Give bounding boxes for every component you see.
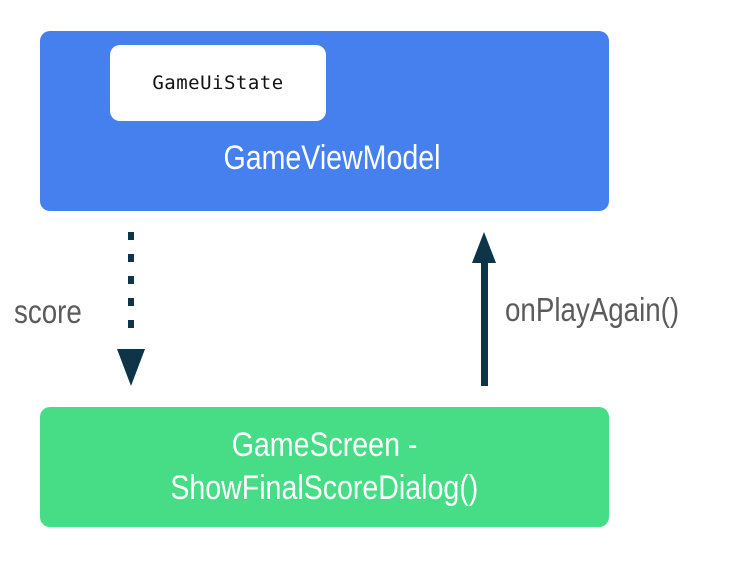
ui-state-box: GameUiState xyxy=(110,45,326,121)
game-screen-label-line2: ShowFinalScoreDialog() xyxy=(170,469,479,507)
viewmodel-label: GameViewModel xyxy=(223,139,441,177)
play-again-arrow xyxy=(472,232,496,386)
score-arrow xyxy=(117,232,145,386)
score-label: score xyxy=(14,293,82,330)
game-screen-label-line1: GameScreen - xyxy=(231,426,418,464)
viewmodel-box: GameUiState GameViewModel xyxy=(40,31,609,211)
play-again-label: onPlayAgain() xyxy=(505,291,680,328)
game-screen-box: GameScreen - ShowFinalScoreDialog() xyxy=(40,407,609,527)
